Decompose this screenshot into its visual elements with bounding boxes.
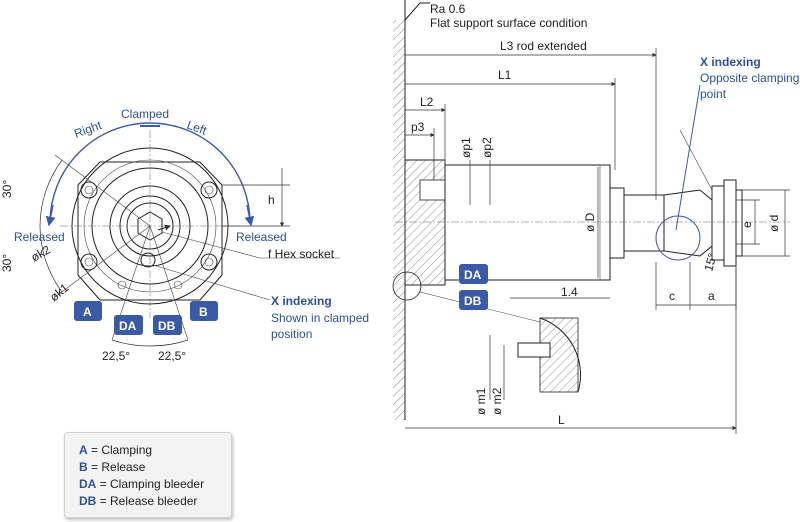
legend-row-b: B = Release bbox=[79, 460, 145, 474]
angle-22-5-left: 22,5° bbox=[102, 349, 130, 363]
legend-text-a: = Clamping bbox=[87, 443, 153, 457]
l3-label: L3 rod extended bbox=[500, 39, 587, 53]
legend-key-a: A bbox=[79, 443, 88, 457]
angle-22-5-right: 22,5° bbox=[158, 349, 186, 363]
released-right-label: Released bbox=[236, 230, 287, 244]
mounting-holes bbox=[80, 181, 218, 271]
x-indexing-side-title: X indexing bbox=[700, 55, 761, 69]
c-label: c bbox=[669, 289, 675, 303]
x-indexing-side-note-2: point bbox=[700, 87, 727, 101]
x-indexing-front-note-1: Shown in clamped bbox=[271, 311, 369, 325]
badge-b: B bbox=[190, 301, 218, 321]
hex-socket-label: f Hex socket bbox=[268, 247, 335, 261]
legend-key-b: B bbox=[79, 460, 88, 474]
svg-text:DA: DA bbox=[464, 268, 482, 282]
svg-text:DA: DA bbox=[119, 319, 137, 333]
badge-da-side: DA bbox=[459, 264, 488, 284]
legend: A = Clamping B = Release DA = Clamping b… bbox=[64, 432, 232, 518]
angle-30-bottom: 30° bbox=[0, 254, 14, 272]
legend-row-a: A = Clamping bbox=[79, 443, 152, 457]
flange-section bbox=[404, 159, 446, 286]
x-indexing-side-note-1: Opposite clamping bbox=[700, 71, 799, 85]
dim-1-4-label: 1.4 bbox=[561, 285, 578, 299]
l-label: L bbox=[558, 413, 565, 427]
legend-text-da: = Clamping bleeder bbox=[96, 477, 205, 491]
l2-label: L2 bbox=[420, 95, 434, 109]
front-flange-outline bbox=[77, 161, 223, 301]
svg-text:DB: DB bbox=[158, 319, 176, 333]
svg-text:B: B bbox=[199, 305, 208, 319]
dim-ok1-label: øk1 bbox=[47, 281, 72, 305]
ra-label: Ra 0.6 bbox=[430, 2, 466, 16]
badge-a: A bbox=[74, 301, 102, 321]
port-db bbox=[173, 280, 183, 290]
badge-db-side: DB bbox=[459, 290, 488, 310]
e-label: e bbox=[740, 221, 754, 228]
dim-h-label: h bbox=[268, 193, 275, 207]
badge-da: DA bbox=[114, 315, 143, 335]
legend-key-db: DB bbox=[79, 494, 97, 508]
left-label: Left bbox=[185, 118, 209, 138]
angle-30-top: 30° bbox=[0, 180, 14, 198]
angle-15-label: 15° bbox=[701, 251, 719, 272]
p3-label: p3 bbox=[411, 120, 425, 134]
surface-label: Flat support surface condition bbox=[430, 16, 587, 30]
badge-db: DB bbox=[153, 315, 182, 335]
x-indexing-hole bbox=[140, 252, 156, 268]
x-indexing-front-note-2: position bbox=[271, 327, 312, 341]
clamped-label: Clamped bbox=[121, 107, 169, 121]
svg-text:A: A bbox=[83, 305, 92, 319]
op1-label: øp1 bbox=[459, 137, 473, 158]
port-da bbox=[117, 280, 127, 290]
rotation-arc bbox=[49, 122, 251, 224]
legend-text-b: = Release bbox=[87, 460, 146, 474]
om2-label: ø m2 bbox=[490, 387, 504, 415]
support-wall bbox=[393, 20, 405, 420]
legend-key-da: DA bbox=[79, 477, 97, 491]
released-left-label: Released bbox=[14, 230, 65, 244]
od-big-label: ø D bbox=[583, 212, 597, 232]
a-label: a bbox=[708, 289, 715, 303]
x-indexing-front-title: X indexing bbox=[271, 294, 332, 308]
side-view bbox=[392, 0, 790, 434]
svg-text:DB: DB bbox=[464, 294, 482, 308]
od-small-label: ø d bbox=[767, 215, 781, 232]
om1-label: ø m1 bbox=[474, 387, 488, 415]
rod bbox=[623, 194, 665, 252]
op2-label: øp2 bbox=[480, 137, 494, 158]
front-view bbox=[39, 122, 340, 347]
l1-label: L1 bbox=[498, 68, 512, 82]
legend-row-da: DA = Clamping bleeder bbox=[79, 477, 204, 491]
legend-text-db: = Release bleeder bbox=[96, 494, 198, 508]
dim-ok2-label: øk2 bbox=[29, 242, 54, 264]
legend-row-db: DB = Release bleeder bbox=[79, 494, 197, 508]
